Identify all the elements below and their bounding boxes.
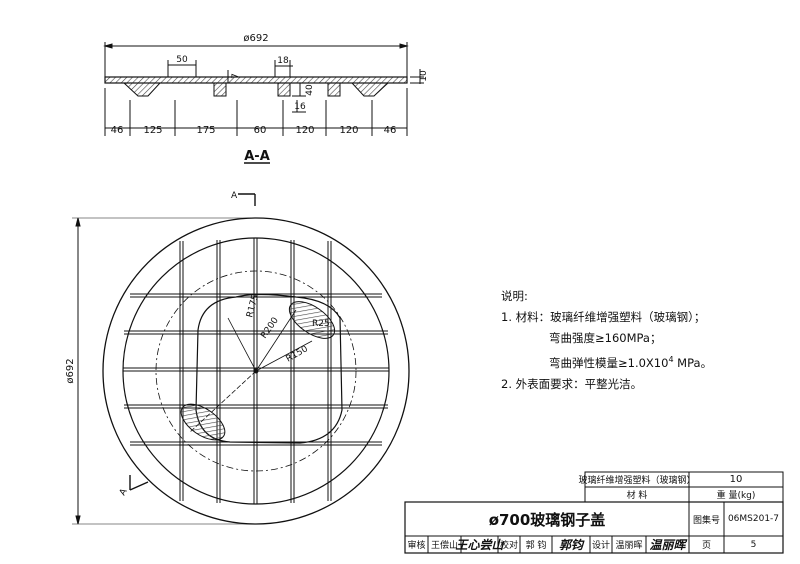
tb-page-label: 页 [701, 541, 711, 551]
modulus-exponent: 4 [668, 355, 674, 364]
tb-checker-signature: 郭钧 [558, 538, 583, 552]
tb-reviewer-signature: 王心尝山 [455, 538, 504, 552]
tb-weight-label: 重 量(kg) [716, 491, 756, 501]
dim-chain-3: 175 [196, 125, 215, 136]
dim-chain-4: 60 [254, 125, 267, 136]
tb-page-number: 5 [750, 539, 757, 550]
dim-chain-1: 46 [111, 125, 124, 136]
tb-review-label: 审核 [407, 541, 426, 551]
dim-10: 10 [419, 70, 429, 82]
tb-designer-signature: 温丽晖 [649, 538, 686, 552]
tb-checker: 郭 钧 [525, 541, 547, 551]
tb-reviewer: 王偿山 [430, 541, 458, 551]
plan-diameter-dim: ø692 [65, 358, 76, 383]
notes-heading: 说明: [501, 289, 528, 303]
dim-chain-7: 46 [384, 125, 397, 136]
notes-block: 说明: 1. 材料：玻璃纤维增强塑料（玻璃钢）； 弯曲强度≥160MPa； 弯曲… [501, 286, 712, 395]
title-block-frame [404, 471, 784, 554]
tb-weight-value: 10 [729, 474, 743, 485]
dim-chain-5: 120 [295, 125, 314, 136]
tb-designer: 温丽晖 [615, 541, 643, 551]
rib-grid [123, 238, 389, 504]
dim-40: 40 [305, 84, 315, 96]
modulus-suffix: MPa。 [673, 355, 713, 370]
tb-material-name: 玻璃纤维增强塑料（玻璃钢） [578, 476, 696, 486]
notes-line-surface: 2. 外表面要求：平整光洁。 [501, 376, 643, 391]
tb-atlas-label: 图集号 [692, 515, 720, 526]
drawing-title: ø700玻璃钢子盖 [488, 510, 606, 529]
notes-line-material: 1. 材料：玻璃纤维增强塑料（玻璃钢）； [501, 310, 706, 324]
dim-16: 16 [294, 102, 306, 112]
cut-label-top: A [231, 191, 238, 201]
notes-line-modulus: 弯曲弹性模量≥1.0X104 MPa。 [501, 349, 712, 374]
dim-chain-2: 125 [143, 125, 162, 136]
radius-r200: R200 [259, 316, 281, 341]
section-overall-dim: ø692 [243, 33, 268, 44]
dim-18: 18 [277, 56, 289, 66]
modulus-prefix: 弯曲弹性模量≥1.0X10 [549, 355, 669, 370]
dim-chain-6: 120 [339, 125, 358, 136]
tb-atlas-number: 06MS201-7 [727, 514, 780, 524]
tb-material-label: 材 料 [626, 491, 648, 501]
radius-r150: R150 [285, 344, 311, 365]
tb-design-label: 设计 [591, 541, 610, 551]
section-title: A-A [244, 149, 270, 164]
notes-line-strength: 弯曲强度≥160MPa； [549, 331, 662, 345]
dim-7: 7 [231, 73, 241, 79]
dim-50: 50 [176, 55, 188, 65]
tb-check-label: 校对 [499, 541, 518, 551]
radius-r25: R25 [312, 319, 330, 329]
plan-view [72, 193, 410, 525]
cut-label-bottom: A [118, 486, 130, 497]
section-view [103, 42, 424, 164]
